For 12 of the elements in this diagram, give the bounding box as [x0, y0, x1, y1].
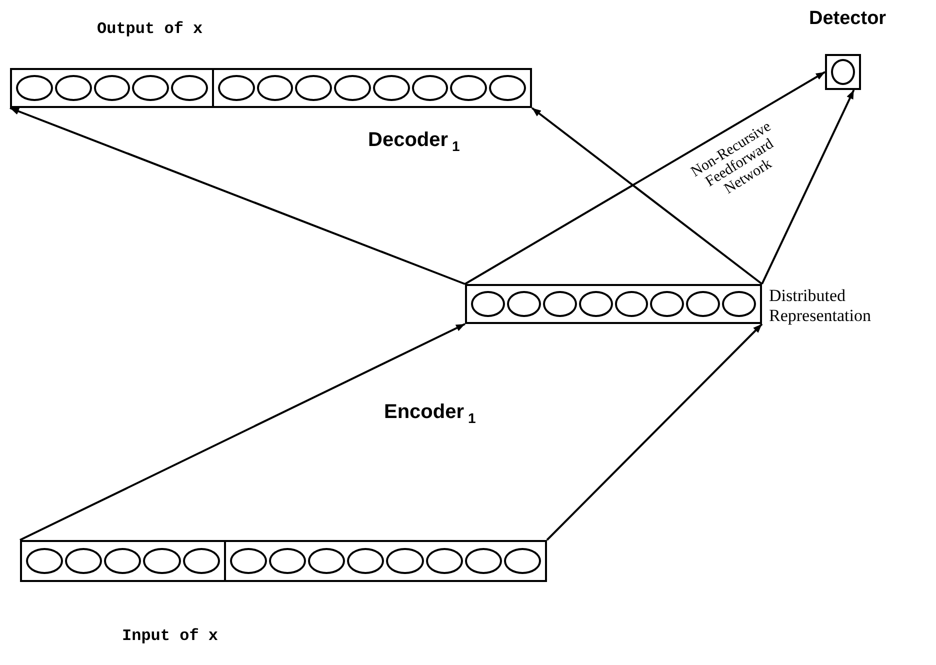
layer-caption: Distributed Representation	[769, 286, 872, 327]
arrow	[531, 107, 763, 285]
arrow	[464, 71, 826, 285]
layer-title: Input of x	[122, 627, 218, 645]
layer-title: Output of x	[97, 20, 203, 38]
arrow	[20, 323, 466, 541]
arrow	[761, 90, 855, 284]
stage-label: Encoder$_{1}$	[384, 402, 476, 426]
stage-label: Decoder$_{1}$	[368, 130, 460, 154]
arrow	[546, 323, 763, 541]
layer-title: Detector	[809, 8, 886, 30]
arrow	[10, 107, 466, 285]
